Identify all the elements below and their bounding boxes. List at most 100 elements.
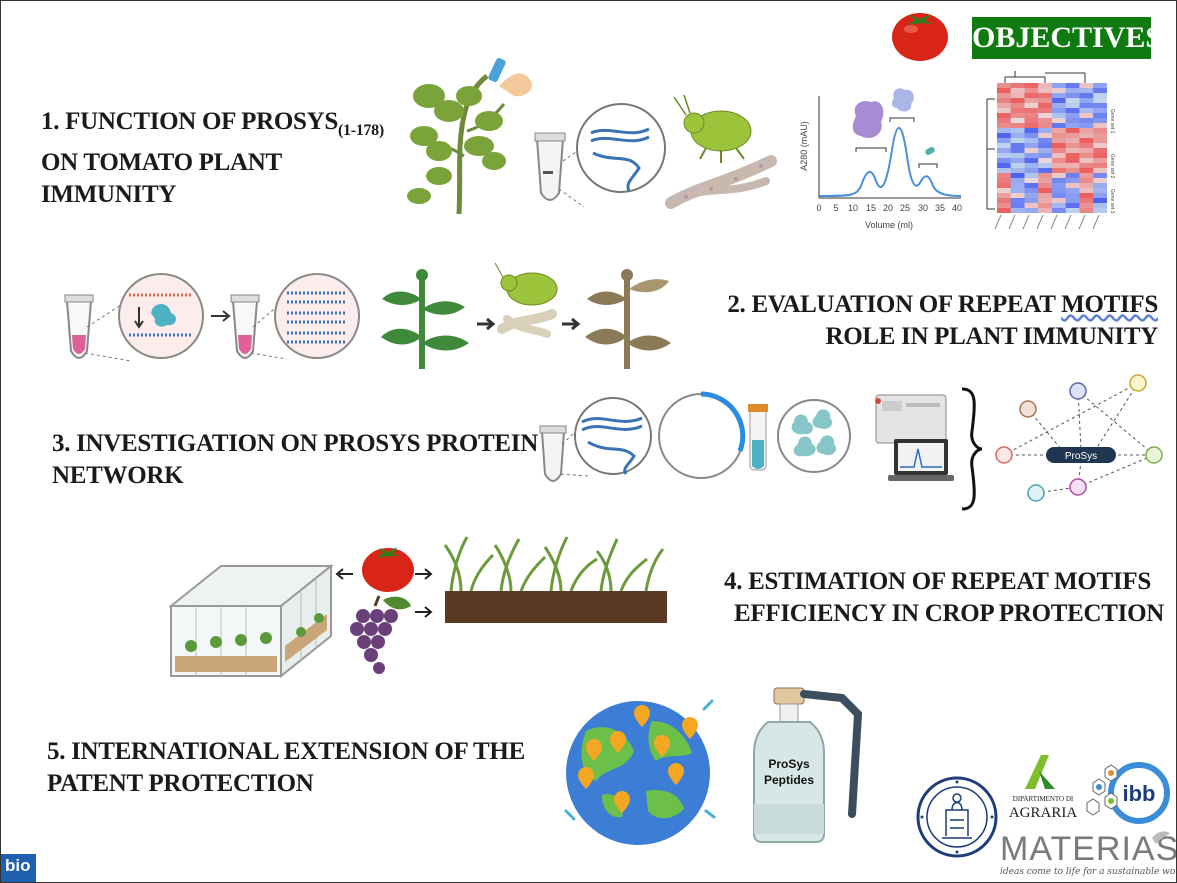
heatmap-cell [1024,113,1039,118]
heatmap-cell [1010,158,1025,163]
heatmap-cell [1010,113,1025,118]
heatmap-cell [1079,208,1094,213]
heatmap-cell [1093,143,1107,148]
heatmap-cell [1010,148,1025,153]
heatmap-cell [1052,193,1066,198]
heatmap-cell [1024,133,1039,138]
heatmap-cell [1038,103,1052,108]
heatmap-cell [997,178,1011,183]
heatmap-cell [1024,98,1039,103]
heatmap-cell [1079,173,1094,178]
tomato-grape-crops-icon [335,547,433,674]
heatmap-cell [1024,138,1039,143]
objective-3-text: 3. INVESTIGATION ON PROSYS PROTEIN NETWO… [52,430,538,489]
heatmap-cell [1065,108,1080,113]
heatmap-cell [1010,128,1025,133]
heatmap-cell [997,93,1011,98]
heatmap-cell [1024,148,1039,153]
materias-tagline: ideas come to life for a sustainable wor… [1000,867,1177,877]
heatmap-cell [1093,173,1107,178]
spray-label-line2: Peptides [764,773,814,787]
globe-with-pins-icon [564,699,716,845]
tube-dna-synthesis-icon [64,273,360,362]
heatmap-cell [1079,138,1094,143]
heatmap-cell [1010,163,1025,168]
chromatogram-chart: A280 (mAU) 0 5 10 15 20 25 30 35 40 Volu… [799,88,962,230]
plant-infection-sequence-icon [381,262,671,369]
agraria-big-text: AGRARIA [1009,805,1078,821]
chromatogram-ylabel: A280 (mAU) [799,121,809,171]
heatmap-cell [1024,83,1039,88]
heatmap-cell [1038,153,1052,158]
spray-label-line1: ProSys [768,757,810,771]
heatmap-cell [1010,98,1025,103]
heatmap-cell [1010,203,1025,208]
heatmap-cell [1024,123,1039,128]
heatmap-cell [1010,173,1025,178]
materias-logo: MATERIAS ideas come to life for a sustai… [1000,830,1177,877]
heatmap-cell [1079,193,1094,198]
objective-2-text: 2. EVALUATION OF REPEAT MOTIFS ROLE IN P… [727,291,1158,350]
heatmap-cell [1052,163,1066,168]
heatmap-cell [1024,108,1039,113]
heatmap-cell [997,188,1011,193]
heatmap-cell [1079,153,1094,158]
heatmap-cell [1010,133,1025,138]
heatmap-cell [1065,198,1080,203]
aphid-and-fungus-icon [665,94,777,209]
heatmap-cell [1065,83,1080,88]
heatmap-cell [1010,83,1025,88]
heatmap-cell [1052,153,1066,158]
heatmap-cell [1079,198,1094,203]
ibb-text: ibb [1123,781,1156,806]
heatmap-cell [997,173,1011,178]
heatmap-cell [1065,188,1080,193]
heatmap-cell [1038,108,1052,113]
tomato-icon [892,13,948,61]
heatmap-cell [1079,163,1094,168]
bio-corner-text: bio [5,856,31,875]
heatmap-cell [1038,188,1052,193]
heatmap-cell [997,128,1011,133]
heatmap-cell [1093,133,1107,138]
heatmap-cell [1065,128,1080,133]
heatmap-cell [1038,158,1052,163]
heatmap-cell [1010,153,1025,158]
heatmap-cell [997,108,1011,113]
heatmap-cell [997,148,1011,153]
heatmap-cell [1079,93,1094,98]
heatmap-cell [997,113,1011,118]
heatmap-cell [1038,143,1052,148]
heatmap-cell [997,208,1011,213]
heatmap-cell [1038,128,1052,133]
heatmap-cell [997,158,1011,163]
heatmap-cell [1052,178,1066,183]
heatmap-cell [1024,208,1039,213]
heatmap-cell [1052,128,1066,133]
heatmap-cell [1038,83,1052,88]
heatmap-cell [1052,203,1066,208]
heatmap-cell [1065,138,1080,143]
heatmap-cell [1010,123,1025,128]
heatmap-cell [1093,88,1107,93]
heatmap-cell [1093,158,1107,163]
heatmap-cell [1065,163,1080,168]
heatmap-cell [1065,118,1080,123]
heatmap-cell [1065,133,1080,138]
heatmap-cell [1079,108,1094,113]
heatmap-cell [1079,168,1094,173]
heatmap-cell [1024,193,1039,198]
heatmap-cell [1093,83,1107,88]
network-center-label: ProSys [1065,451,1097,462]
heatmap-cell [1052,138,1066,143]
heatmap-cell [1052,208,1066,213]
heatmap-cell [1065,113,1080,118]
heatmap-cell [997,203,1011,208]
heatmap-cell [997,143,1011,148]
heatmap-cell [1024,153,1039,158]
heatmap-cell [997,98,1011,103]
heatmap-cell [1065,93,1080,98]
chromatogram-xlabel: Volume (ml) [865,220,913,230]
chromatogram-xtick: 25 [900,203,910,213]
heatmap-cell [1079,128,1094,133]
